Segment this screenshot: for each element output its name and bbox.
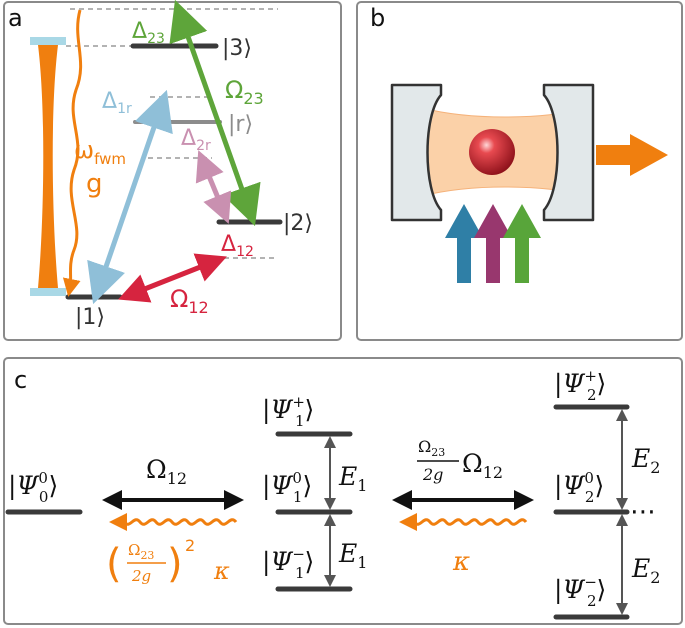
svg-text:2g: 2g — [131, 567, 151, 585]
svg-text:|Ψ01⟩: |Ψ01⟩ — [262, 469, 312, 506]
omega12-arrow — [118, 253, 227, 303]
atom — [469, 129, 515, 175]
svg-text:): ) — [167, 541, 183, 587]
laser-blue-arrow — [445, 204, 483, 283]
svg-text:|Ψ02⟩: |Ψ02⟩ — [554, 469, 604, 506]
svg-text:|Ψ+1⟩: |Ψ+1⟩ — [262, 393, 314, 430]
psi1m-label: |Ψ−1⟩ — [262, 545, 314, 582]
omega12-left-label: Ω12 — [146, 455, 187, 488]
svg-text:2g: 2g — [422, 465, 443, 484]
svg-text:(: ( — [106, 541, 122, 587]
loss-left-label: ( Ω23 2g ) 2 κ — [106, 536, 230, 587]
top-mirror — [30, 37, 66, 45]
panel-a: a |3⟩ |r⟩ |2⟩ |1⟩ ωfwm g Δ23 — [3, 0, 342, 341]
psi1p-label: |Ψ+1⟩ — [262, 393, 314, 430]
svg-text:κ: κ — [213, 557, 230, 585]
level-r-label: |r⟩ — [228, 112, 253, 137]
delta2r-label: Δ2r — [181, 126, 211, 154]
svg-text:|Ψ00⟩: |Ψ00⟩ — [8, 469, 58, 506]
svg-text:Ω12: Ω12 — [462, 449, 503, 482]
laser-purple-arrow — [474, 204, 512, 283]
g-label: g — [86, 169, 103, 199]
panel-b-label: b — [370, 4, 385, 32]
e1-upper-label: E1 — [338, 462, 367, 495]
panel-c-label: c — [14, 366, 27, 394]
omega23-label: Ω23 — [225, 76, 264, 108]
left-mirror — [390, 83, 443, 222]
omega-fwm-wave — [62, 9, 83, 297]
delta1r-label: Δ1r — [102, 89, 132, 117]
output-arrow — [596, 134, 668, 176]
omega12-label: Ω12 — [170, 285, 209, 317]
level-2-label: |2⟩ — [283, 211, 313, 236]
level-1-label: |1⟩ — [75, 305, 105, 330]
e2-lower-label: E2 — [631, 554, 660, 587]
e2-upper-label: E2 — [631, 444, 660, 477]
panel-a-label: a — [8, 4, 23, 32]
e1-lower-label: E1 — [338, 539, 367, 572]
delta23-label: Δ23 — [132, 19, 165, 47]
cavity-beam — [38, 45, 58, 288]
svg-text:Ω23: Ω23 — [128, 541, 154, 562]
cavity-vertical — [30, 37, 66, 296]
svg-text:Ω23: Ω23 — [418, 437, 445, 459]
svg-text:|Ψ+2⟩: |Ψ+2⟩ — [554, 367, 606, 404]
delta1r-arrow — [87, 89, 173, 305]
svg-text:|Ψ−1⟩: |Ψ−1⟩ — [262, 545, 314, 582]
level-3-label: |3⟩ — [222, 36, 252, 61]
kappa-right-label: κ — [452, 547, 470, 577]
psi2m-label: |Ψ−2⟩ — [554, 573, 606, 610]
ellipsis: ⋯ — [630, 497, 656, 527]
delta2r-arrow — [195, 150, 232, 224]
effective-coupling-label: Ω23 2g Ω12 — [417, 437, 503, 484]
delta12-label: Δ12 — [221, 232, 254, 260]
loss-wave-left — [109, 513, 238, 531]
psi2p-label: |Ψ+2⟩ — [554, 367, 606, 404]
panel-b: b — [356, 1, 683, 341]
right-mirror — [542, 83, 595, 222]
svg-text:2: 2 — [185, 536, 195, 555]
loss-wave-right — [399, 513, 528, 531]
svg-text:|Ψ−2⟩: |Ψ−2⟩ — [554, 573, 606, 610]
bottom-mirror — [30, 288, 66, 296]
laser-green-arrow — [503, 204, 541, 283]
omega23-arrow — [169, 0, 261, 227]
